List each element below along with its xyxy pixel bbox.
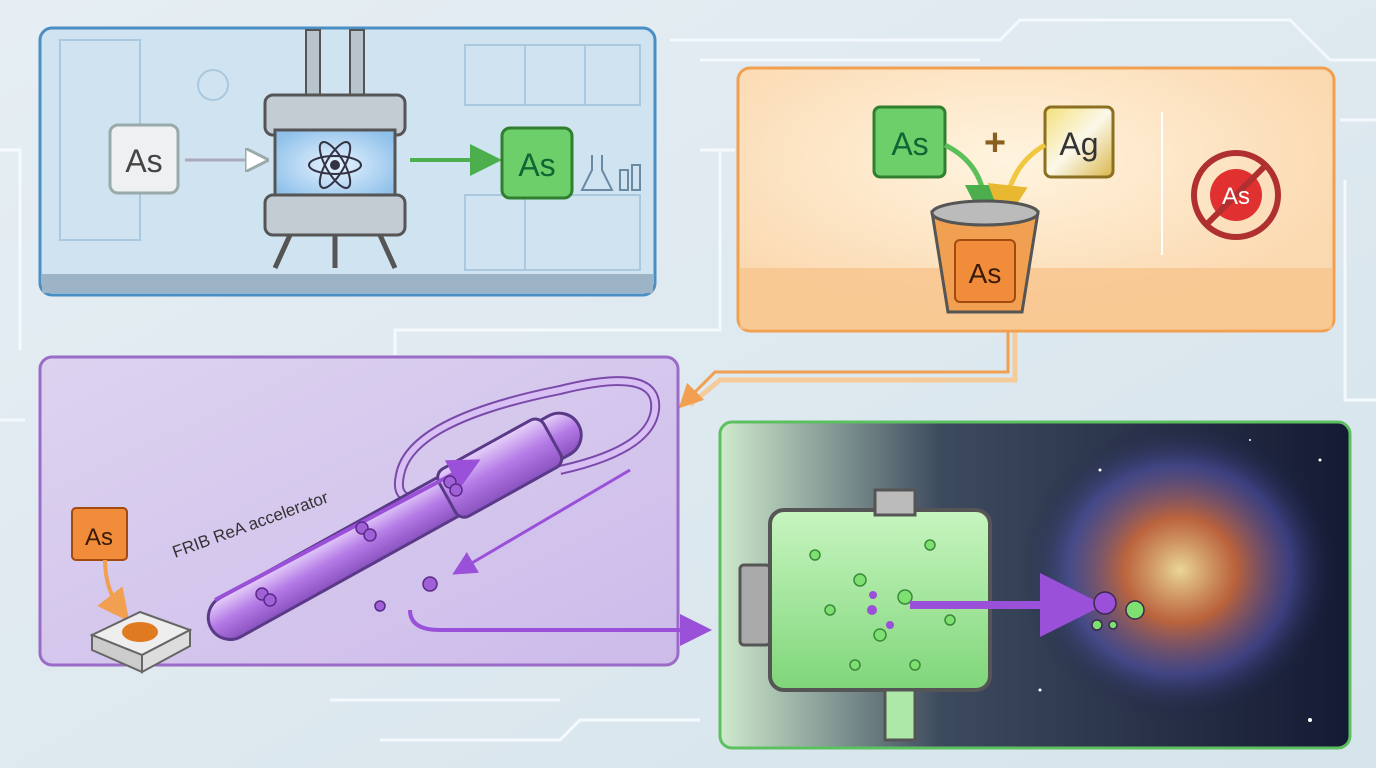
element-tile-source: As bbox=[71, 507, 128, 561]
forbidden-as-icon: As bbox=[1191, 150, 1281, 240]
svg-text:As: As bbox=[125, 143, 162, 179]
supernova-remnant bbox=[1020, 420, 1340, 720]
lab-glassware-icon bbox=[580, 155, 641, 191]
svg-text:As: As bbox=[969, 258, 1002, 289]
plus-sign: + bbox=[984, 122, 1006, 164]
panel-astrophysics bbox=[718, 420, 1352, 750]
svg-text:Ag: Ag bbox=[1059, 126, 1098, 162]
circuit-traces bbox=[0, 18, 1376, 742]
element-tile-output: As bbox=[500, 126, 574, 200]
flow-arrow-orange bbox=[678, 332, 1010, 409]
stars bbox=[1038, 439, 1322, 722]
panel-accelerator: FRIB ReA accelerator As bbox=[38, 355, 712, 674]
accelerator-tube bbox=[206, 411, 583, 641]
reaction-chamber-icon bbox=[738, 488, 992, 742]
element-tile-ag: Ag bbox=[1043, 105, 1115, 179]
svg-text:As: As bbox=[891, 126, 928, 162]
panel-reactor: As As bbox=[38, 26, 657, 297]
svg-text:As: As bbox=[518, 147, 555, 183]
reactor-icon bbox=[263, 29, 407, 270]
svg-text:As: As bbox=[1222, 183, 1250, 210]
target-block-icon bbox=[89, 610, 193, 674]
bucket-icon: As bbox=[930, 199, 1040, 314]
svg-text:As: As bbox=[85, 524, 113, 551]
product-particles bbox=[1091, 591, 1145, 631]
panel-chemistry: As + Ag As As bbox=[736, 66, 1336, 333]
element-tile-as: As bbox=[872, 105, 947, 179]
element-tile-input: As bbox=[108, 123, 180, 195]
